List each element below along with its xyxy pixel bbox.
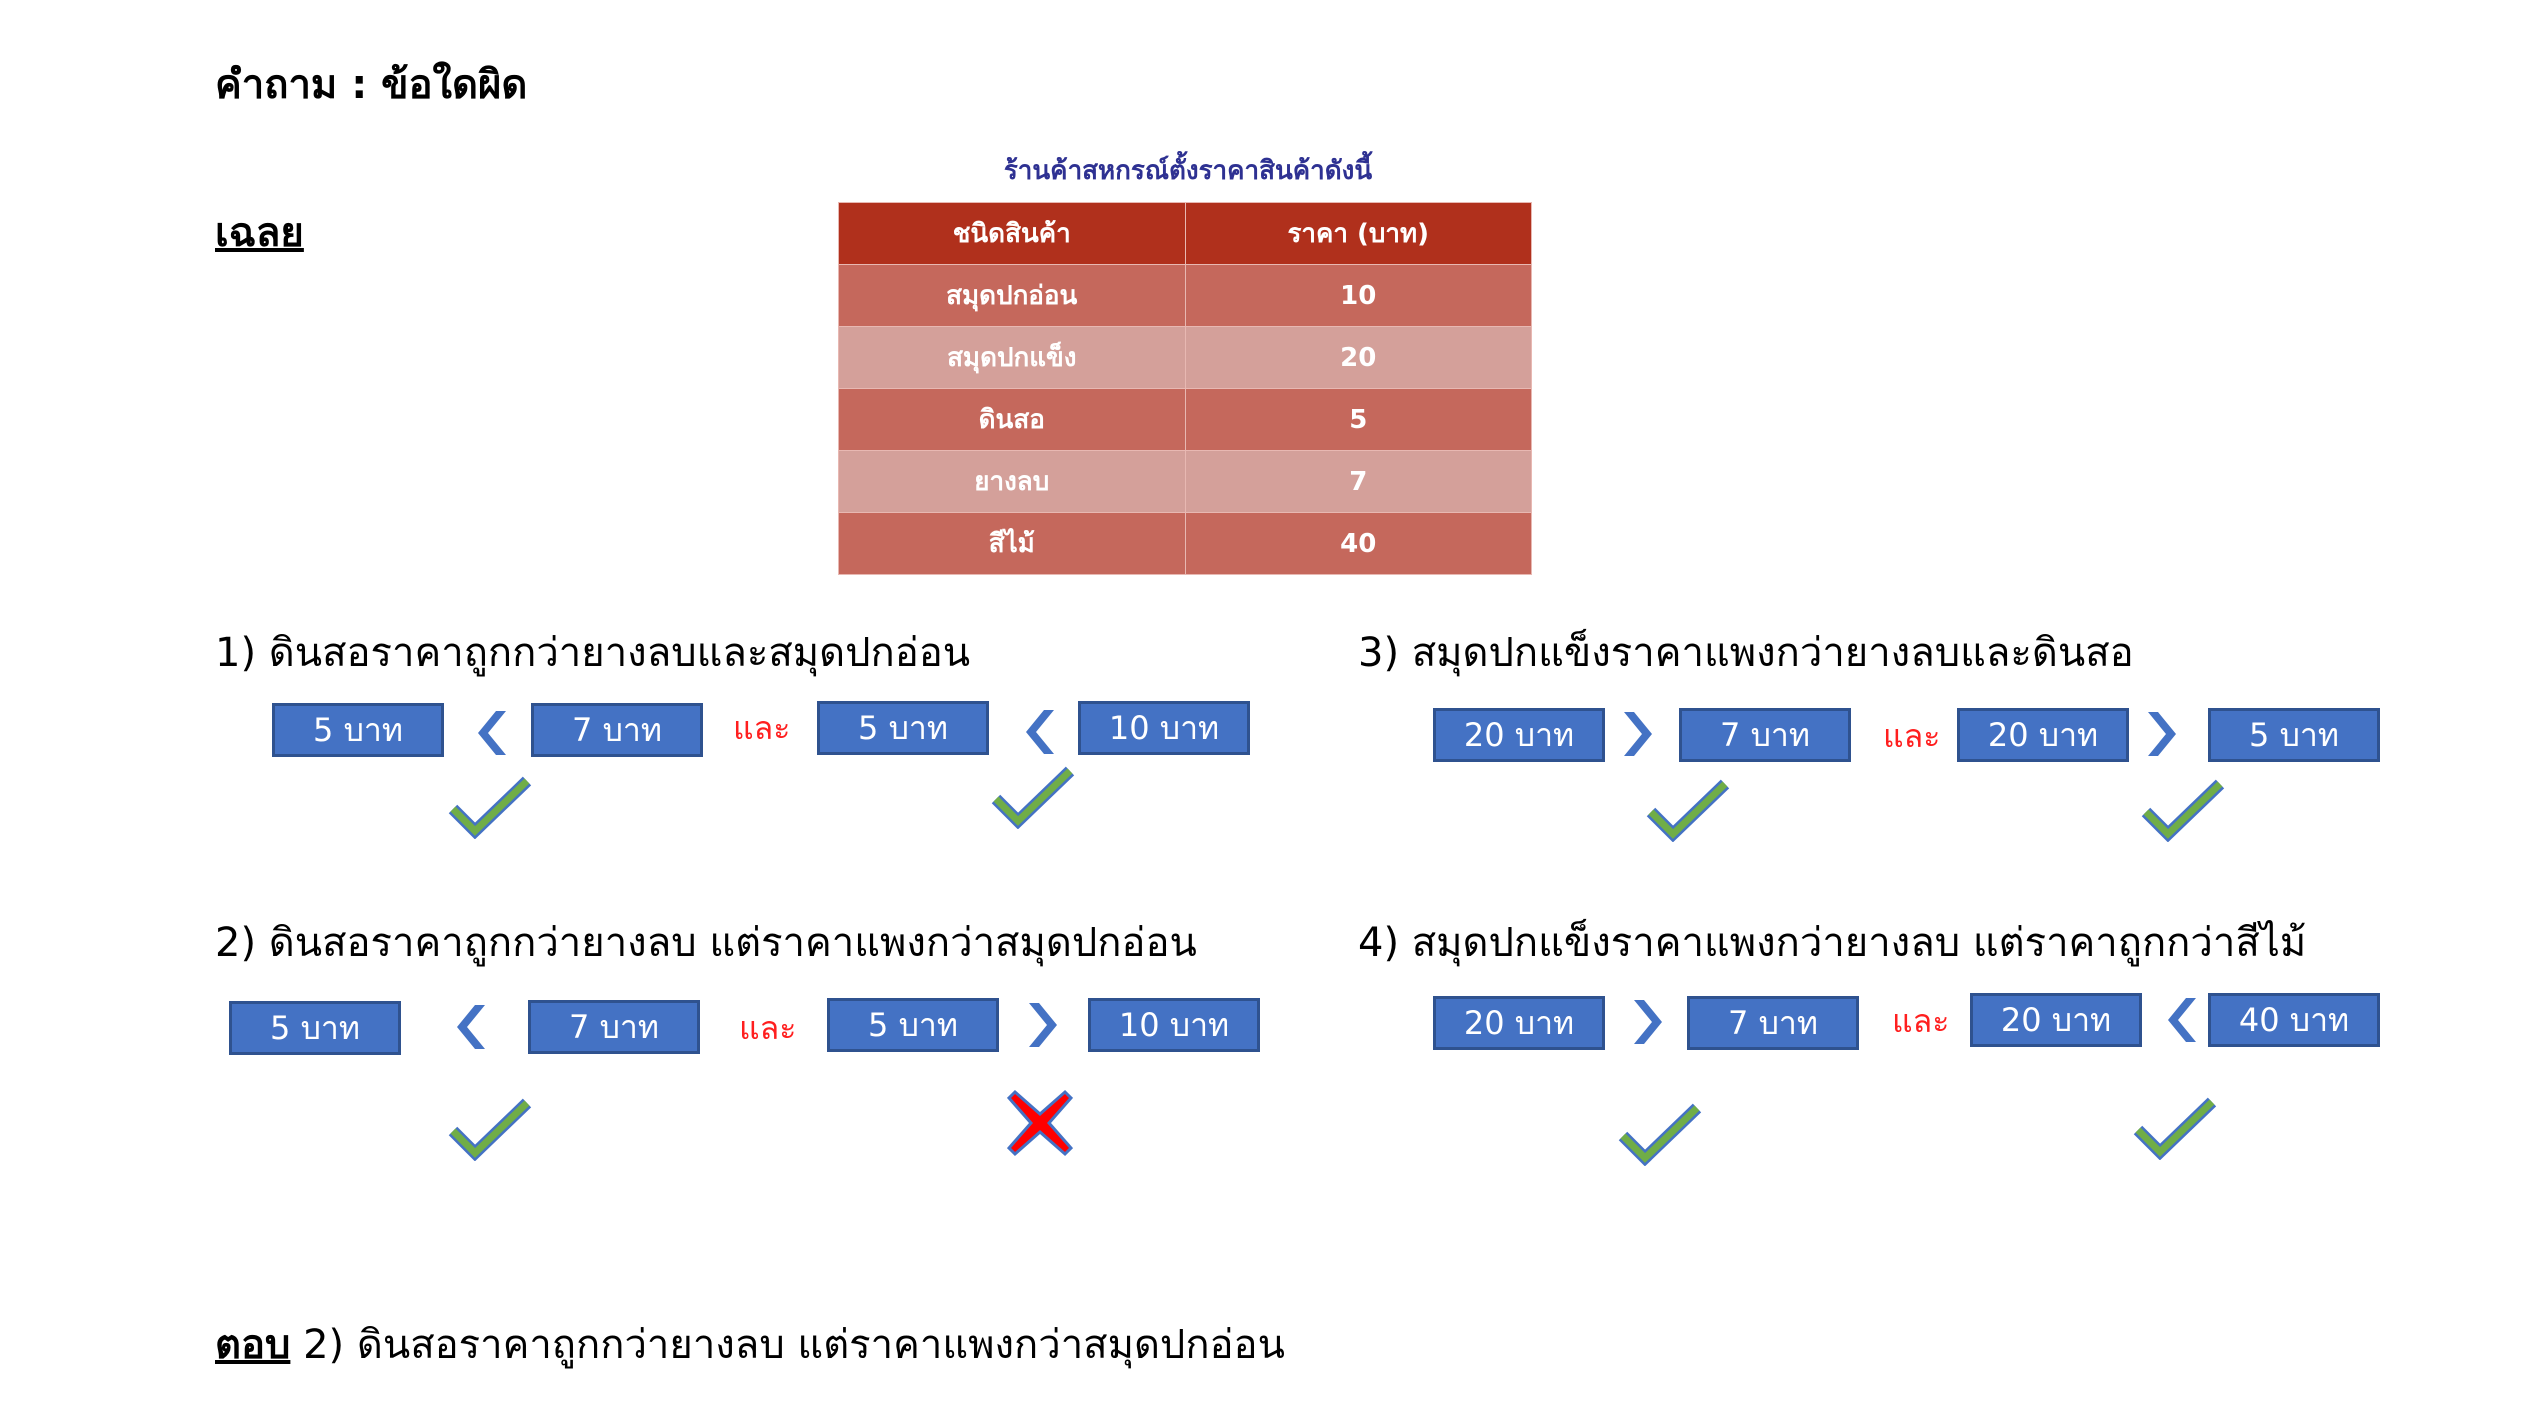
option-4-box-2: 7 บาท	[1687, 996, 1859, 1050]
check-icon	[448, 776, 532, 839]
option-4-label: 4) สมุดปกแข็งราคาแพงกว่ายางลบ แต่ราคาถูก…	[1358, 920, 2307, 966]
question-title: คำถาม : ข้อใดผิด	[215, 62, 528, 108]
chevron-left-icon	[2168, 998, 2196, 1042]
option-2-box-4: 10 บาท	[1088, 998, 1260, 1052]
table-row: สมุดปกแข็ง 20	[838, 326, 1532, 389]
table-cell-item: ยางลบ	[838, 450, 1186, 513]
final-answer-text: 2) ดินสอราคาถูกกว่ายางลบ แต่ราคาแพงกว่าส…	[290, 1322, 1285, 1368]
table-row: สมุดปกอ่อน 10	[838, 264, 1532, 327]
table-header-row: ชนิดสินค้า ราคา (บาท)	[838, 202, 1532, 265]
check-icon	[1646, 779, 1730, 842]
chevron-right-icon	[1624, 712, 1652, 756]
final-answer: ตอบ 2) ดินสอราคาถูกกว่ายางลบ แต่ราคาแพงก…	[215, 1312, 1285, 1376]
check-icon	[448, 1098, 532, 1161]
answer-heading: เฉลย	[215, 210, 304, 256]
option-2-and-word: และ	[739, 1009, 797, 1047]
price-table: ชนิดสินค้า ราคา (บาท) สมุดปกอ่อน 10 สมุด…	[838, 202, 1532, 575]
check-icon	[2141, 779, 2225, 842]
table-row: ดินสอ 5	[838, 388, 1532, 451]
option-3-and-word: และ	[1883, 717, 1941, 755]
option-2-box-3: 5 บาท	[827, 998, 999, 1052]
chevron-left-icon	[1026, 710, 1054, 754]
option-2-box-1: 5 บาท	[229, 1001, 401, 1055]
option-1-and-word: และ	[733, 709, 791, 747]
option-3-box-2: 7 บาท	[1679, 708, 1851, 762]
table-cell-item: ดินสอ	[838, 388, 1186, 451]
table-cell-price: 40	[1184, 512, 1532, 575]
option-4-box-3: 20 บาท	[1970, 993, 2142, 1047]
chevron-right-icon	[1029, 1003, 1057, 1047]
check-icon	[991, 766, 1075, 829]
table-row: สีไม้ 40	[838, 512, 1532, 575]
final-answer-label: ตอบ	[215, 1322, 291, 1368]
table-cell-item: สีไม้	[838, 512, 1186, 575]
chevron-left-icon	[478, 711, 506, 755]
option-1-box-1: 5 บาท	[272, 703, 444, 757]
cross-icon	[1006, 1089, 1074, 1157]
option-1-box-3: 5 บาท	[817, 701, 989, 755]
option-3-box-1: 20 บาท	[1433, 708, 1605, 762]
table-cell-price: 5	[1184, 388, 1532, 451]
chevron-left-icon	[457, 1005, 485, 1049]
table-header-price: ราคา (บาท)	[1184, 202, 1532, 265]
option-3-label: 3) สมุดปกแข็งราคาแพงกว่ายางลบและดินสอ	[1358, 630, 2134, 676]
table-cell-price: 7	[1184, 450, 1532, 513]
table-cell-item: สมุดปกอ่อน	[838, 264, 1186, 327]
table-cell-price: 10	[1184, 264, 1532, 327]
option-1-label: 1) ดินสอราคาถูกกว่ายางลบและสมุดปกอ่อน	[215, 630, 971, 676]
table-cell-item: สมุดปกแข็ง	[838, 326, 1186, 389]
chevron-right-icon	[1634, 1000, 1662, 1044]
table-caption: ร้านค้าสหกรณ์ตั้งราคาสินค้าดังนี้	[1003, 156, 1373, 186]
option-2-label: 2) ดินสอราคาถูกกว่ายางลบ แต่ราคาแพงกว่าส…	[215, 920, 1197, 966]
chevron-right-icon	[2148, 712, 2176, 756]
option-4-box-4: 40 บาท	[2208, 993, 2380, 1047]
option-4-and-word: และ	[1892, 1002, 1950, 1040]
option-4-box-1: 20 บาท	[1433, 996, 1605, 1050]
check-icon	[2133, 1097, 2217, 1160]
option-1-box-4: 10 บาท	[1078, 701, 1250, 755]
option-1-box-2: 7 บาท	[531, 703, 703, 757]
option-3-box-3: 20 บาท	[1957, 708, 2129, 762]
table-row: ยางลบ 7	[838, 450, 1532, 513]
table-cell-price: 20	[1184, 326, 1532, 389]
check-icon	[1618, 1103, 1702, 1166]
option-2-box-2: 7 บาท	[528, 1000, 700, 1054]
table-header-item: ชนิดสินค้า	[838, 202, 1186, 265]
option-3-box-4: 5 บาท	[2208, 708, 2380, 762]
